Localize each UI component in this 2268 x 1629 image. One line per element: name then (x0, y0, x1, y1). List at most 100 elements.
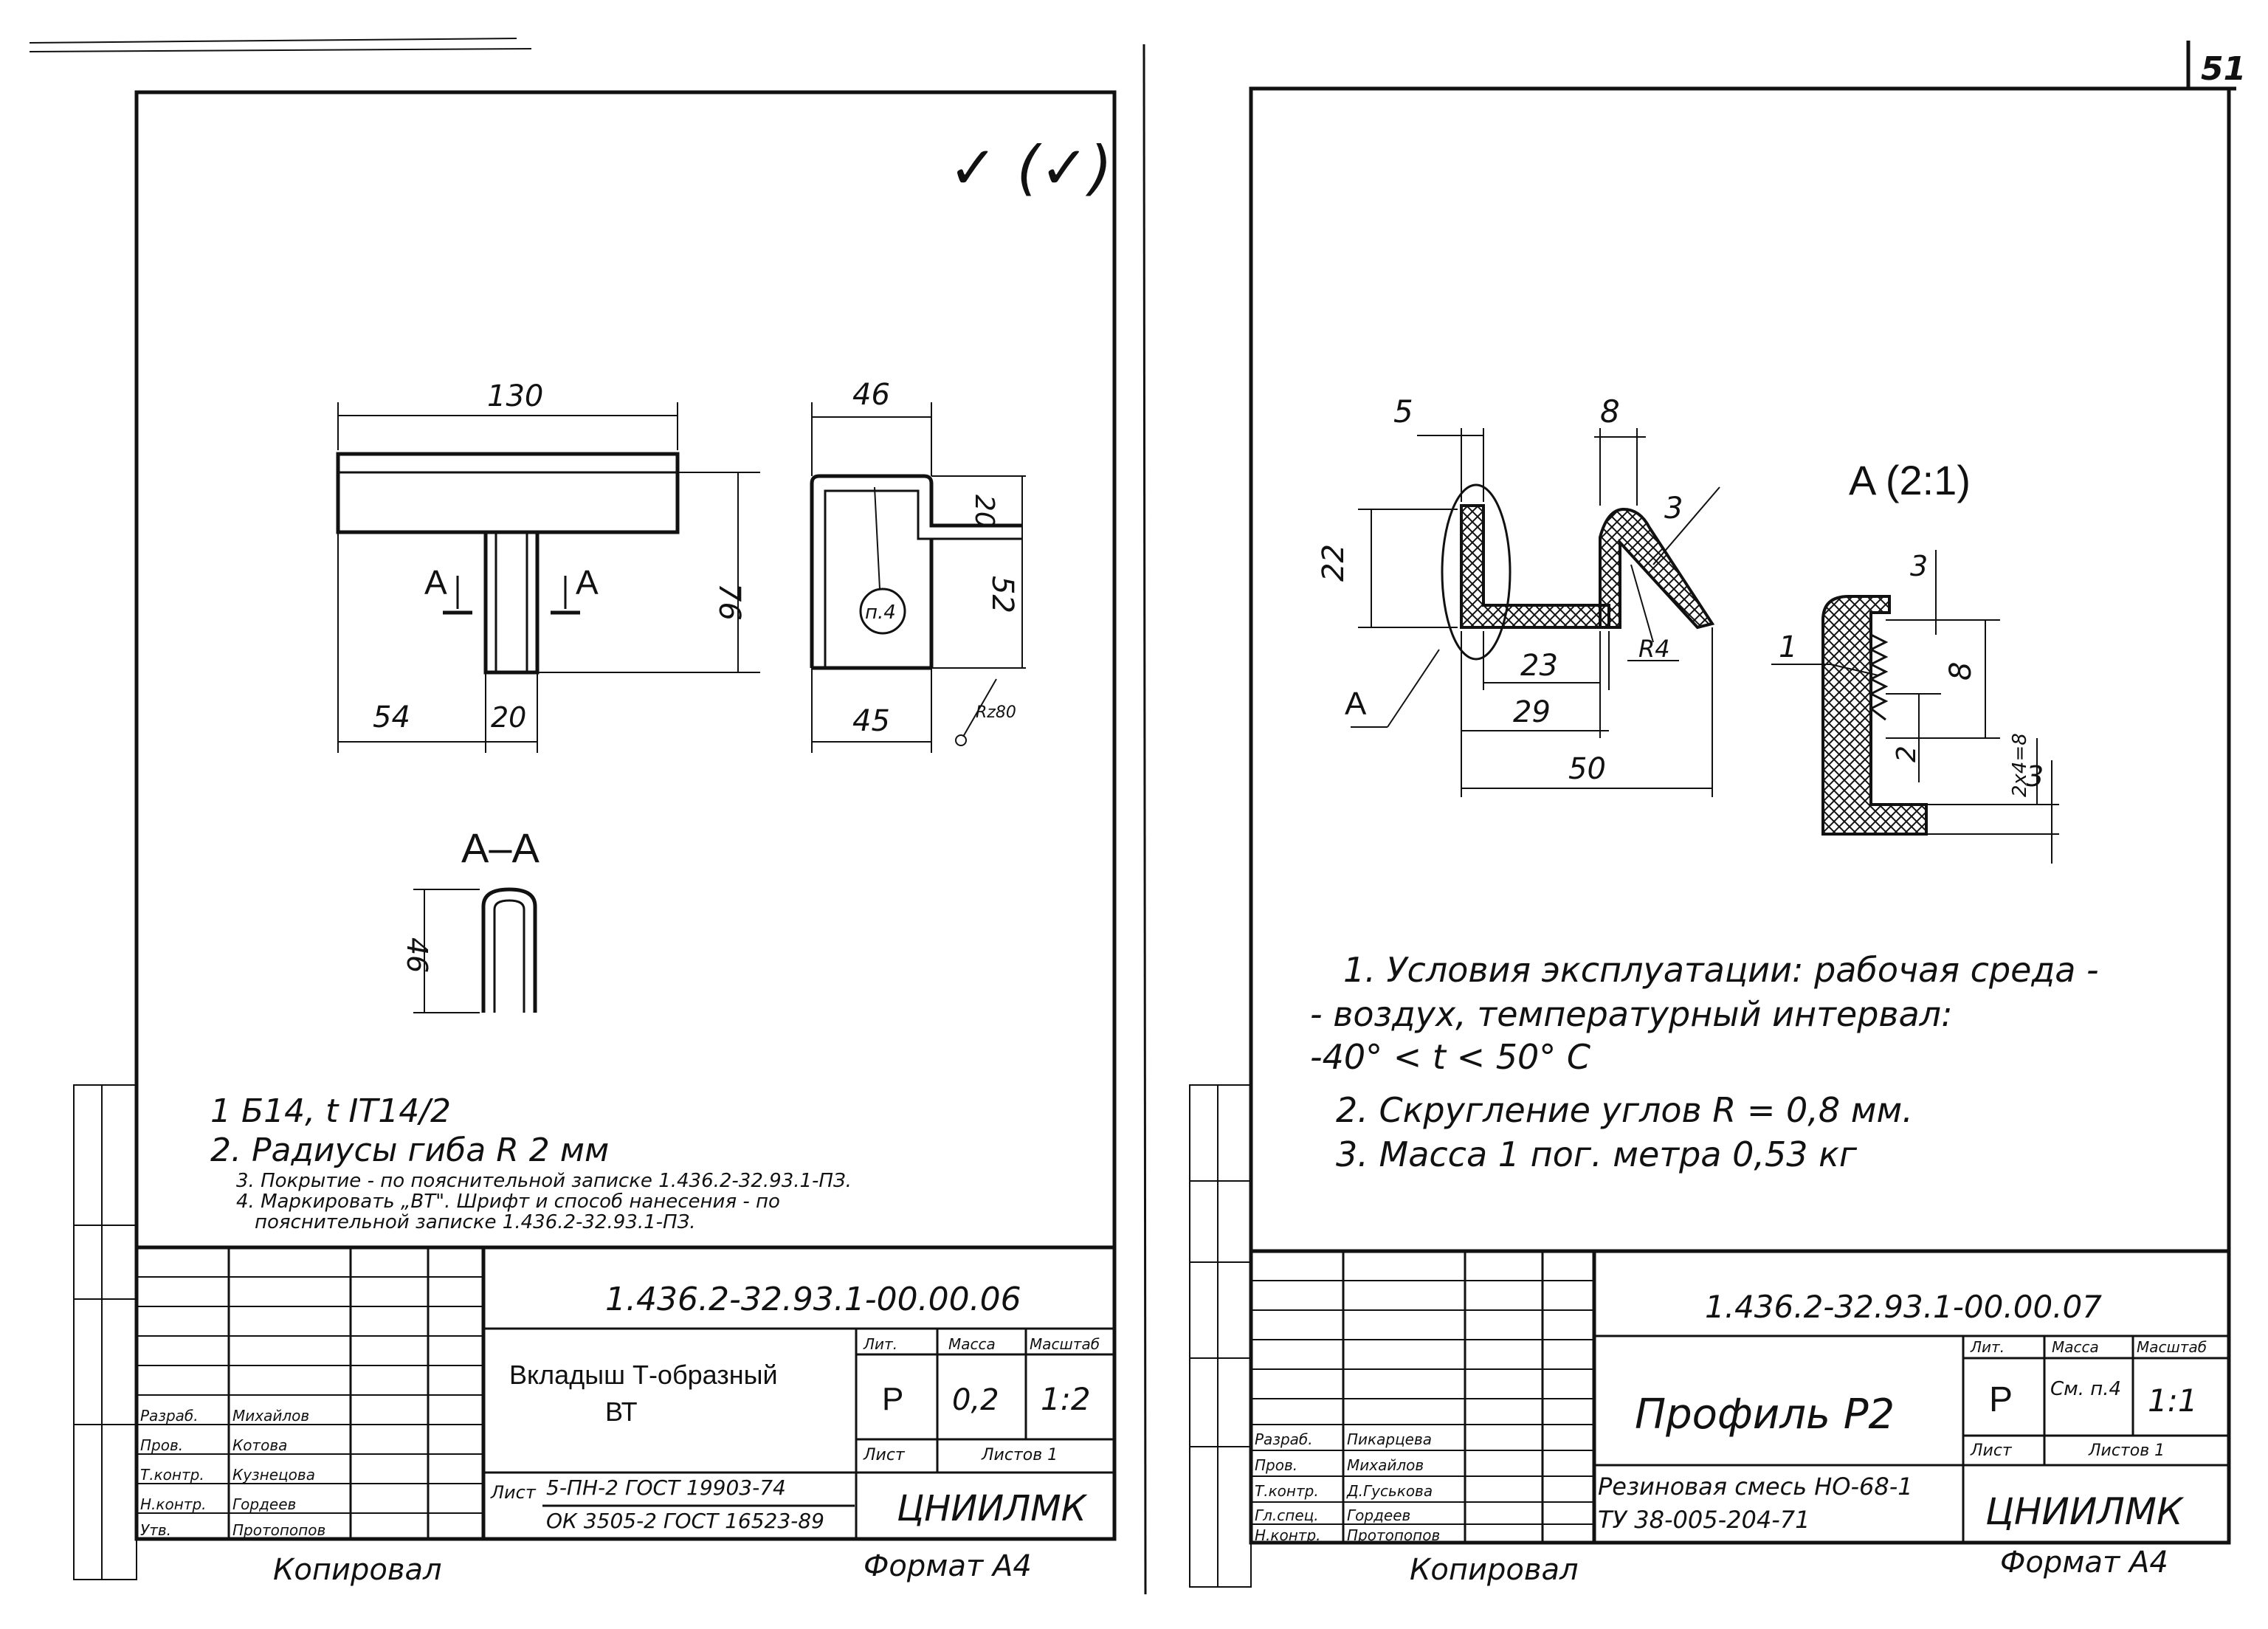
part-name-1: Вкладыш Т-образный (509, 1360, 778, 1390)
rnote-1: 1. Условия эксплуатации: рабочая среда - (1343, 950, 2099, 990)
dim-50: 50 (1568, 752, 1606, 786)
lit-value: Р (882, 1381, 903, 1417)
side-view: 46 20 52 45 п.4 Rz80 (810, 378, 1026, 753)
check-mark: ✓ (✓) (948, 134, 1112, 202)
detail-leader-1: 1 (1779, 630, 1797, 664)
rfooter-format: Формат А4 (2000, 1546, 2168, 1580)
note-4b: пояснительной записке 1.436.2-32.93.1-ПЗ… (255, 1211, 696, 1233)
detail-dim-3b: 3 (2026, 760, 2044, 793)
page-number: 51 (2201, 50, 2246, 88)
rsheets-label: Листов 1 (2088, 1442, 2165, 1460)
rname-2: Михайлов (1347, 1456, 1424, 1474)
section-mark-right: A (576, 563, 599, 602)
note-1: 1 Б14, t ІТ14/2 (210, 1092, 451, 1130)
name-5: Протопопов (232, 1521, 325, 1539)
rname-3: Д.Гуськова (1346, 1482, 1433, 1500)
rrole-2: Пров. (1255, 1456, 1297, 1474)
profile-section: 5 8 22 23 29 50 R4 (1317, 393, 1720, 797)
rrole-3: Т.контр. (1255, 1482, 1319, 1500)
rnote-2: 2. Скругление углов R = 0,8 мм. (1336, 1090, 1913, 1130)
detail-dim-2: 2 (1892, 745, 1922, 762)
left-notes: 1 Б14, t ІТ14/2 2. Радиусы гиба R 2 мм 3… (210, 1092, 852, 1233)
rrole-4: Гл.спец. (1255, 1506, 1319, 1524)
name-3: Кузнецова (232, 1466, 315, 1484)
rhead-lit: Лит. (1970, 1338, 2005, 1356)
rrole-1: Разраб. (1255, 1430, 1313, 1448)
rhead-mass: Масса (2052, 1338, 2099, 1356)
surface-roughness: Rz80 (976, 703, 1016, 722)
rpart-name: Профиль Р2 (1635, 1391, 1895, 1439)
dim-130: 130 (487, 379, 543, 413)
dim-8: 8 (1600, 393, 1620, 430)
note-3: 3. Покрытие - по пояснительной записке 1… (236, 1170, 852, 1192)
org-name: ЦНИИЛМК (897, 1488, 1088, 1529)
sheet-label: Лист (863, 1446, 906, 1464)
ref-callout: п.4 (865, 602, 896, 624)
head-scale: Масштаб (1030, 1335, 1100, 1353)
right-title-block: Разраб. Пров. Т.контр. Гл.спец. Н.контр.… (1251, 1249, 2229, 1544)
footer-format: Формат А4 (864, 1549, 1032, 1583)
role-4: Н.контр. (140, 1495, 207, 1513)
detail-dim-chain: 2х4=8 (2009, 733, 2031, 797)
rmaterial-line-1: Резиновая смесь НО-68-1 (1598, 1473, 1913, 1501)
name-1: Михайлов (232, 1407, 309, 1425)
dim-23: 23 (1520, 649, 1558, 683)
leader-3: 3 (1664, 492, 1683, 526)
top-view: 130 76 54 20 A A (336, 379, 760, 753)
section-mark-left: A (424, 563, 447, 602)
rnote-1c: -40° < t < 50° С (1310, 1037, 1590, 1077)
section-aa: A–A 46 (401, 824, 540, 1013)
rscale-value: 1:1 (2148, 1382, 2198, 1419)
material-prefix: Лист (490, 1482, 537, 1503)
left-title-block: Разраб. Пров. Т.контр. Н.контр. Утв. Мих… (137, 1245, 1114, 1539)
dim-52: 52 (985, 576, 1019, 613)
role-1: Разраб. (140, 1407, 199, 1425)
rfooter-copied: Копировал (1410, 1553, 1579, 1587)
rmass-value: См. п.4 (2050, 1378, 2121, 1400)
dim-45: 45 (852, 704, 890, 738)
rname-5: Протопопов (1347, 1526, 1440, 1544)
rorg-name: ЦНИИЛМК (1985, 1490, 2185, 1533)
doc-code: 1.436.2-32.93.1-00.00.06 (605, 1281, 1021, 1318)
dim-22: 22 (1317, 544, 1351, 582)
dim-46-top: 46 (852, 378, 890, 412)
material-line-2: ОК 3505-2 ГОСТ 16523-89 (546, 1509, 824, 1533)
section-title: A–A (461, 824, 540, 871)
rname-4: Гордеев (1347, 1506, 1410, 1524)
rdoc-code: 1.436.2-32.93.1-00.00.07 (1705, 1289, 2102, 1325)
note-2: 2. Радиусы гиба R 2 мм (210, 1132, 609, 1169)
material-line-1: 5-ПН-2 ГОСТ 19903-74 (546, 1475, 786, 1500)
dim-54: 54 (373, 700, 410, 734)
mass-value: 0,2 (952, 1383, 999, 1417)
detail-dim-8: 8 (1944, 662, 1978, 681)
dim-20: 20 (491, 701, 526, 734)
detail-a: A (2:1) 3 8 2 2х4=8 3 1 (1771, 457, 2059, 864)
dim-5: 5 (1393, 393, 1413, 430)
rhead-scale: Масштаб (2137, 1338, 2207, 1356)
rmaterial-line-2: ТУ 38-005-204-71 (1598, 1506, 1810, 1534)
note-4: 4. Маркировать „ВТ". Шрифт и способ нане… (236, 1191, 780, 1213)
name-2: Котова (232, 1436, 287, 1454)
rsheet-label: Лист (1970, 1442, 2013, 1460)
footer-copied: Копировал (273, 1553, 442, 1587)
role-5: Утв. (140, 1521, 171, 1539)
part-name-2: ВТ (605, 1396, 638, 1427)
dim-46-section: 46 (401, 937, 433, 973)
dim-76: 76 (712, 583, 746, 621)
right-notes: 1. Условия эксплуатации: рабочая среда -… (1310, 950, 2099, 1174)
dim-29: 29 (1513, 695, 1551, 729)
left-sheet: ✓ (✓) 130 76 54 20 (73, 90, 1117, 1587)
role-2: Пров. (140, 1436, 183, 1454)
rlit-value: Р (1989, 1380, 2013, 1419)
role-3: Т.контр. (140, 1466, 204, 1484)
sheets-label: Листов 1 (981, 1446, 1058, 1464)
dim-20-side: 20 (969, 495, 999, 528)
head-mass: Масса (948, 1335, 996, 1353)
scale-value: 1:2 (1041, 1381, 1091, 1417)
rrole-5: Н.контр. (1255, 1526, 1321, 1544)
right-sheet: 5 8 22 23 29 50 R4 (1189, 86, 2231, 1588)
detail-title: A (2:1) (1849, 457, 1971, 503)
rname-1: Пикарцева (1347, 1430, 1432, 1448)
rnote-1b: - воздух, температурный интервал: (1310, 994, 1953, 1034)
